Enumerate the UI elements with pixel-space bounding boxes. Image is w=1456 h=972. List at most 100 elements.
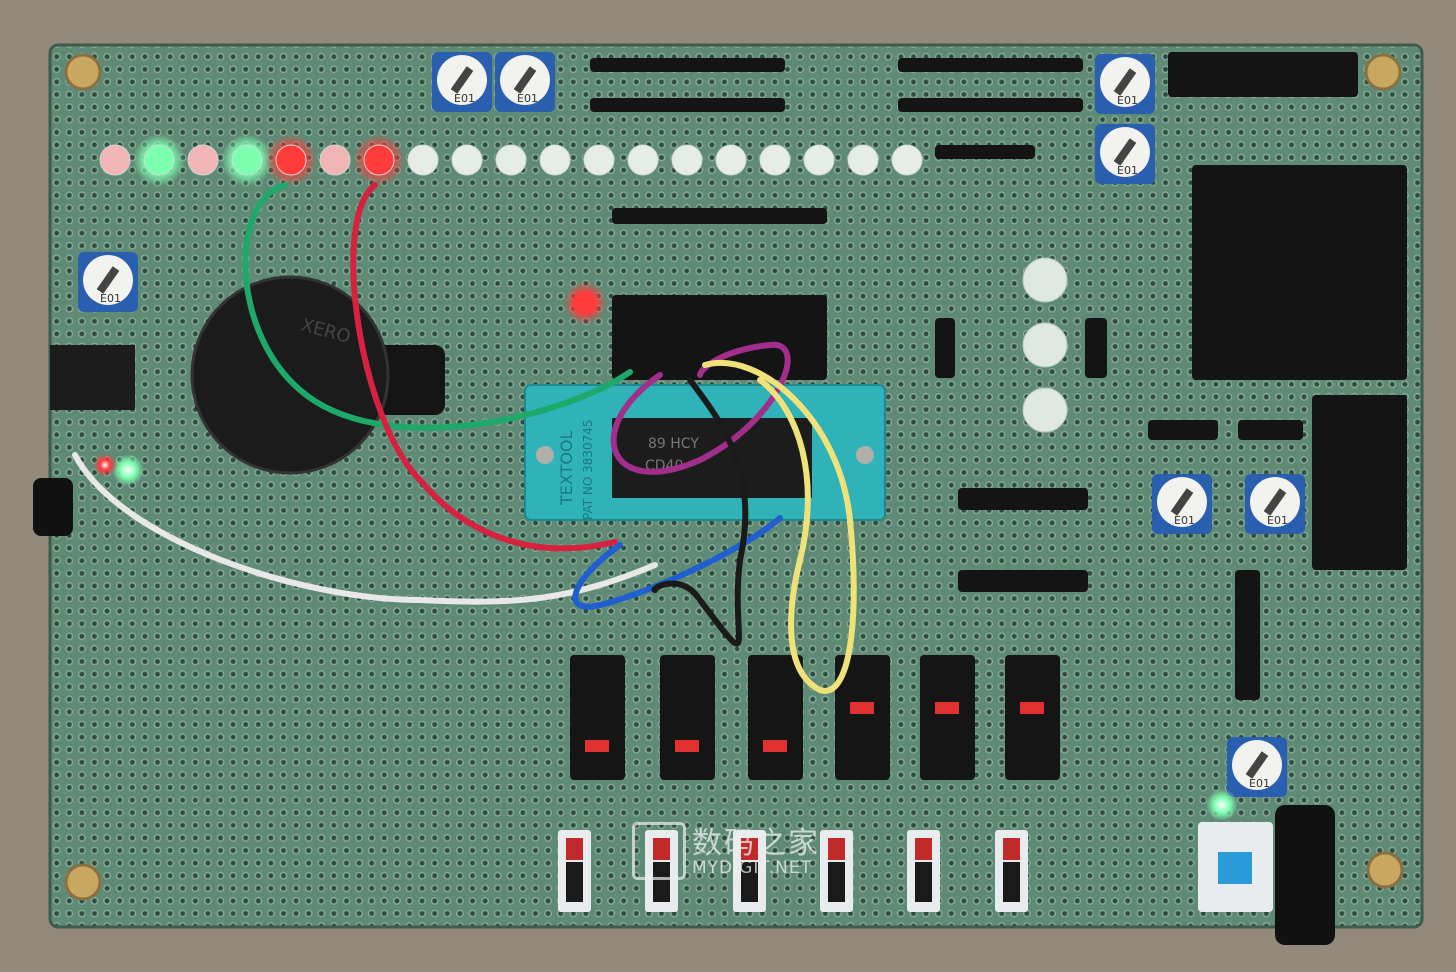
led-red-dim xyxy=(187,144,219,176)
toggle-switch-knob xyxy=(828,838,845,860)
zif-socket: TEXTOOL PAT NO 3830745 89 HCY CD40 xyxy=(524,384,886,521)
watermark-en: MYDIGIT.NET xyxy=(692,858,812,878)
white-led xyxy=(1022,387,1068,433)
dc-jack xyxy=(1275,805,1335,945)
potentiometer-label: E01 xyxy=(1174,514,1195,527)
led-glow xyxy=(112,454,144,486)
pin-header xyxy=(1148,420,1218,440)
potentiometer-label: E01 xyxy=(1117,94,1138,107)
potentiometer-slot xyxy=(513,66,537,94)
led-row xyxy=(99,134,923,325)
wire-yellow xyxy=(702,360,857,694)
potentiometer-label: E01 xyxy=(1117,164,1138,177)
pin-header xyxy=(590,98,785,112)
led-off xyxy=(803,144,835,176)
led-off xyxy=(891,144,923,176)
pin-header xyxy=(1192,165,1407,380)
potentiometer-slot xyxy=(96,266,120,294)
small-slide-switches xyxy=(93,453,1238,912)
toggle-switch-knob xyxy=(915,838,932,860)
toggle-switch-body xyxy=(566,862,583,902)
slide-switch xyxy=(748,655,803,780)
slide-switch-actuator xyxy=(935,702,959,714)
toggle-switch-knob xyxy=(653,838,670,860)
led-red xyxy=(275,144,307,176)
led-glow xyxy=(93,453,117,477)
white-leds xyxy=(1022,257,1068,433)
wire-red xyxy=(350,182,618,552)
screw xyxy=(1364,53,1402,91)
toggle-switch-knob xyxy=(1003,838,1020,860)
pin-header xyxy=(1312,395,1407,570)
potentiometer-slot xyxy=(1245,751,1269,779)
toggle-switch-knob xyxy=(741,838,758,860)
led-off xyxy=(407,144,439,176)
led-off xyxy=(539,144,571,176)
led-off xyxy=(627,144,659,176)
led-off xyxy=(715,144,747,176)
led-red xyxy=(573,291,597,315)
pin-header xyxy=(958,488,1088,510)
potentiometer-label: E01 xyxy=(1267,514,1288,527)
toggle-switch-knob xyxy=(566,838,583,860)
led-green xyxy=(143,144,175,176)
pin-header xyxy=(1085,318,1107,378)
pin-header xyxy=(898,58,1083,72)
pin-header xyxy=(1235,570,1260,700)
slide-switch xyxy=(570,655,625,780)
pin-header xyxy=(958,570,1088,592)
potentiometer-label: E01 xyxy=(454,92,475,105)
pin-header xyxy=(590,58,785,72)
toggle-switch-body xyxy=(653,862,670,902)
jumper-wires xyxy=(72,182,857,694)
buzzer: XERO xyxy=(190,275,445,475)
toggle-switch-body xyxy=(1003,862,1020,902)
led-red-dim xyxy=(319,144,351,176)
slide-switch xyxy=(660,655,715,780)
watermark-logo-icon xyxy=(632,822,686,880)
slide-switch-actuator xyxy=(850,702,874,714)
toggle-switch-body xyxy=(741,862,758,902)
ic-8pin xyxy=(50,345,135,410)
zif-patent: PAT NO 3830745 xyxy=(581,419,595,520)
slide-switches xyxy=(570,655,1060,780)
slide-switch-actuator xyxy=(763,740,787,752)
led-off xyxy=(759,144,791,176)
potentiometer-slot xyxy=(1113,138,1137,166)
potentiometer-label: E01 xyxy=(1249,777,1270,790)
wire-purple xyxy=(610,341,791,475)
led-off xyxy=(583,144,615,176)
pin-header xyxy=(1168,52,1358,97)
slide-switch-actuator xyxy=(1020,702,1044,714)
zif-label: TEXTOOL xyxy=(557,430,576,506)
capacitor xyxy=(33,478,73,536)
slide-switch xyxy=(835,655,890,780)
pin-header xyxy=(612,208,827,224)
pin-header xyxy=(1238,420,1303,440)
slide-switch-actuator xyxy=(585,740,609,752)
chip-marking-1: 89 HCY xyxy=(648,436,699,452)
led-off xyxy=(451,144,483,176)
pin-header xyxy=(935,318,955,378)
white-led xyxy=(1022,257,1068,303)
led-red-dim xyxy=(99,144,131,176)
toggle-switch-body xyxy=(828,862,845,902)
pin-header xyxy=(898,98,1083,112)
potentiometer-slot xyxy=(450,66,474,94)
led-green xyxy=(231,144,263,176)
pin-headers xyxy=(590,52,1407,700)
screw xyxy=(64,53,102,91)
potentiometer-slot xyxy=(1113,68,1137,96)
potentiometer-slot xyxy=(1263,488,1287,516)
led-red xyxy=(363,144,395,176)
slide-switch-actuator xyxy=(675,740,699,752)
screw xyxy=(1366,851,1404,889)
wire-white xyxy=(72,452,658,605)
pin-header xyxy=(935,145,1035,159)
potentiometer-label: E01 xyxy=(517,92,538,105)
led-off xyxy=(847,144,879,176)
wire-green xyxy=(242,182,633,431)
white-led xyxy=(1022,322,1068,368)
